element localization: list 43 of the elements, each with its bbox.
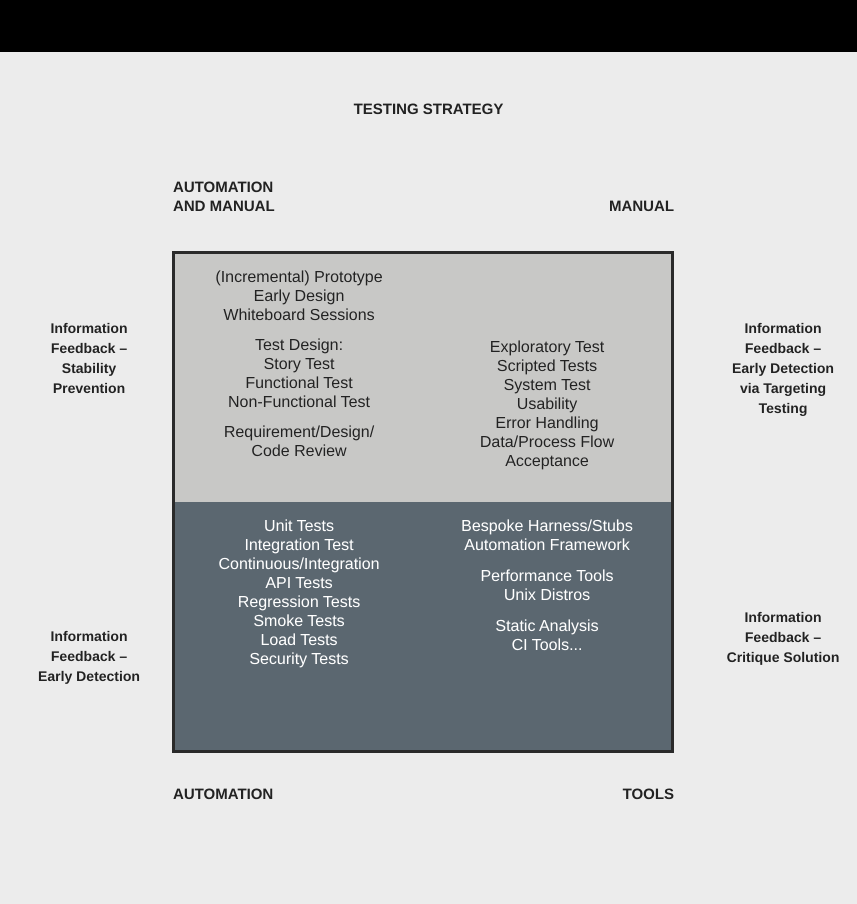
- side-label: Information Feedback – Critique Solution: [726, 608, 840, 667]
- list-item: Continuous/Integration: [218, 555, 380, 574]
- column-heading: AUTOMATION AND MANUAL: [173, 178, 276, 216]
- list-item: Performance Tools: [480, 567, 614, 586]
- list-item: Unit Tests: [264, 517, 334, 536]
- list-item: Test Design:: [254, 336, 344, 355]
- list-item: Functional Test: [245, 374, 353, 393]
- list-item: Exploratory Test: [490, 338, 604, 357]
- top-bar: [0, 0, 857, 52]
- list-item: Whiteboard Sessions: [223, 306, 375, 325]
- diagram-title: TESTING STRATEGY: [354, 101, 504, 118]
- quadrant-panel: [423, 502, 671, 750]
- list-item: Security Tests: [249, 650, 349, 669]
- list-item: API Tests: [265, 574, 333, 593]
- list-item: Acceptance: [505, 452, 589, 471]
- list-item: Integration Test: [244, 536, 354, 555]
- list-item: Requirement/Design/ Code Review: [222, 423, 376, 461]
- list-item: Load Tests: [260, 631, 338, 650]
- list-item: Early Design: [254, 287, 344, 306]
- side-label: Information Feedback – Stability Prevention: [50, 319, 128, 398]
- list-item: Smoke Tests: [253, 612, 345, 631]
- column-heading: AUTOMATION: [173, 785, 274, 804]
- column-heading: MANUAL: [609, 197, 674, 216]
- list-item: Static Analysis: [495, 617, 599, 636]
- list-item: Unix Distros: [504, 586, 590, 605]
- list-item: Usability: [516, 395, 578, 414]
- quadrant-panel: [175, 254, 423, 502]
- list-item: System Test: [504, 376, 590, 395]
- column-heading: TOOLS: [622, 785, 674, 804]
- list-item: Automation Framework: [464, 536, 630, 555]
- list-item: Bespoke Harness/Stubs: [461, 517, 633, 536]
- list-item: Scripted Tests: [496, 357, 598, 376]
- list-item: Non-Functional Test: [228, 393, 370, 412]
- side-label: Information Feedback – Early Detection via Targeting Testing: [731, 319, 835, 418]
- quadrant-panel: [175, 502, 423, 750]
- list-item: CI Tools...: [512, 636, 582, 655]
- quadrant-panel: [423, 254, 671, 502]
- list-item: Regression Tests: [238, 593, 360, 612]
- list-item: (Incremental) Prototype: [215, 268, 383, 287]
- side-label: Information Feedback – Early Detection: [37, 627, 141, 686]
- list-item: Error Handling: [495, 414, 599, 433]
- list-item: Data/Process Flow: [480, 433, 614, 452]
- list-item: Story Test: [264, 355, 334, 374]
